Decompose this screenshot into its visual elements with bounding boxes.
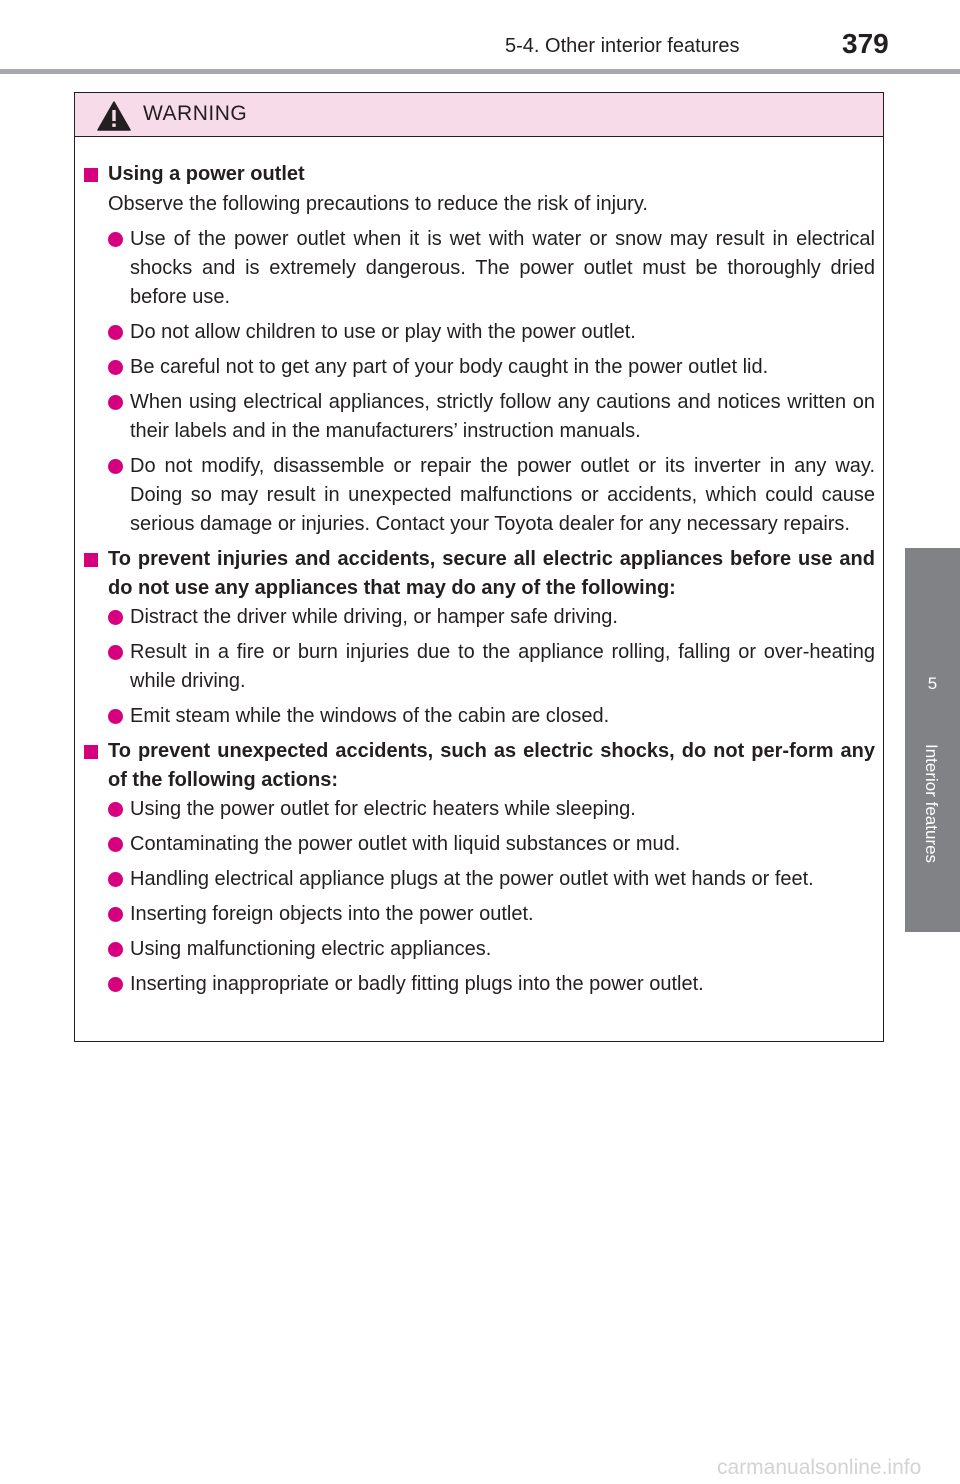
bullet-item: Contaminating the power outlet with liqu… [84, 830, 875, 859]
warning-triangle-icon [97, 101, 131, 131]
bullet-text: Inserting foreign objects into the power… [130, 903, 534, 925]
circle-bullet-icon [108, 395, 123, 410]
bullet-item: Result in a fire or burn injuries due to… [84, 638, 875, 696]
chapter-label: Interior features [922, 744, 941, 864]
warning-title: WARNING [143, 102, 248, 125]
bullet-text: Use of the power outlet when it is wet w… [130, 228, 875, 308]
bullet-text: Using the power outlet for electric heat… [130, 798, 636, 820]
watermark-text: carmanualsonline.info [717, 1456, 922, 1479]
bullet-item: Using malfunctioning electric appliances… [84, 935, 875, 964]
circle-bullet-icon [108, 977, 123, 992]
bullet-text: Be careful not to get any part of your b… [130, 356, 769, 378]
square-bullet-icon [84, 745, 98, 759]
bullet-item: Do not modify, disassemble or repair the… [84, 452, 875, 539]
circle-bullet-icon [108, 325, 123, 340]
circle-bullet-icon [108, 645, 123, 660]
warning-header: WARNING [75, 93, 883, 137]
bullet-item: Handling electrical appliance plugs at t… [84, 865, 875, 894]
bullet-text: Contaminating the power outlet with liqu… [130, 833, 681, 855]
circle-bullet-icon [108, 872, 123, 887]
section-heading-text: Using a power outlet [108, 163, 305, 185]
bullet-item: Using the power outlet for electric heat… [84, 795, 875, 824]
bullet-text: Handling electrical appliance plugs at t… [130, 868, 814, 890]
bullet-text: Do not allow children to use or play wit… [130, 321, 636, 343]
section-heading: To prevent injuries and accidents, secur… [84, 545, 875, 603]
circle-bullet-icon [108, 907, 123, 922]
bullet-text: Do not modify, disassemble or repair the… [130, 455, 875, 535]
chapter-number: 5 [927, 674, 938, 693]
bullet-text: Inserting inappropriate or badly fitting… [130, 973, 704, 995]
bullet-text: Distract the driver while driving, or ha… [130, 606, 618, 628]
chapter-side-tab: 5 Interior features [905, 548, 960, 932]
bullet-text: When using electrical appliances, strict… [130, 391, 875, 442]
bullet-item: Inserting foreign objects into the power… [84, 900, 875, 929]
header-rule [0, 69, 960, 74]
square-bullet-icon [84, 168, 98, 182]
section-heading: To prevent unexpected accidents, such as… [84, 737, 875, 795]
section-heading-text: To prevent unexpected accidents, such as… [108, 740, 875, 791]
bullet-item: Emit steam while the windows of the cabi… [84, 702, 875, 731]
section-heading: Using a power outlet [84, 160, 875, 189]
circle-bullet-icon [108, 802, 123, 817]
bullet-item: When using electrical appliances, strict… [84, 388, 875, 446]
square-bullet-icon [84, 553, 98, 567]
bullet-text: Result in a fire or burn injuries due to… [130, 641, 875, 692]
section-title: 5-4. Other interior features [505, 35, 740, 57]
bullet-text: Emit steam while the windows of the cabi… [130, 705, 610, 727]
bullet-text: Using malfunctioning electric appliances… [130, 938, 492, 960]
circle-bullet-icon [108, 610, 123, 625]
bullet-item: Be careful not to get any part of your b… [84, 353, 875, 382]
section-heading-text: To prevent injuries and accidents, secur… [108, 548, 875, 599]
bullet-item: Inserting inappropriate or badly fitting… [84, 970, 875, 999]
circle-bullet-icon [108, 837, 123, 852]
section-intro: Observe the following precautions to red… [108, 193, 648, 215]
circle-bullet-icon [108, 942, 123, 957]
bullet-item: Use of the power outlet when it is wet w… [84, 225, 875, 312]
bullet-item: Do not allow children to use or play wit… [84, 318, 875, 347]
circle-bullet-icon [108, 232, 123, 247]
bullet-item: Distract the driver while driving, or ha… [84, 603, 875, 632]
circle-bullet-icon [108, 709, 123, 724]
circle-bullet-icon [108, 360, 123, 375]
circle-bullet-icon [108, 459, 123, 474]
page-number: 379 [842, 28, 889, 59]
